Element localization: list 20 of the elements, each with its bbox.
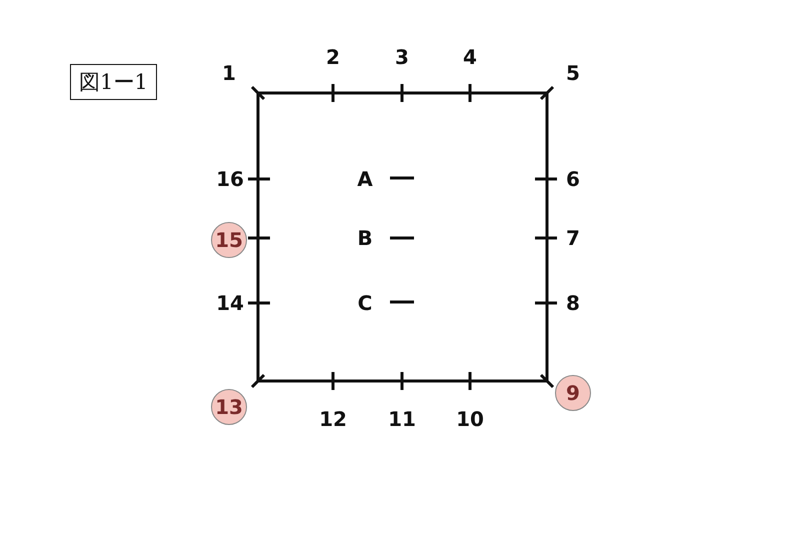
circled-number: 13 [211, 389, 247, 425]
figure-label: 図1ー1 [70, 64, 157, 100]
letter-label: B [357, 228, 373, 248]
point-number: 7 [566, 228, 580, 248]
point-number: 10 [456, 409, 484, 429]
point-number: 3 [395, 47, 409, 67]
point-number: 2 [326, 47, 340, 67]
point-number: 4 [463, 47, 477, 67]
point-number: 8 [566, 293, 580, 313]
point-number: 6 [566, 169, 580, 189]
point-number: 11 [388, 409, 416, 429]
point-number: 5 [566, 63, 580, 83]
letter-label: C [358, 293, 372, 313]
point-number: 16 [216, 169, 244, 189]
letter-label: A [357, 169, 373, 189]
point-number: 12 [319, 409, 347, 429]
point-number: 14 [216, 293, 244, 313]
point-number: 1 [222, 63, 236, 83]
circled-number: 9 [555, 375, 591, 411]
circled-number: 15 [211, 222, 247, 258]
